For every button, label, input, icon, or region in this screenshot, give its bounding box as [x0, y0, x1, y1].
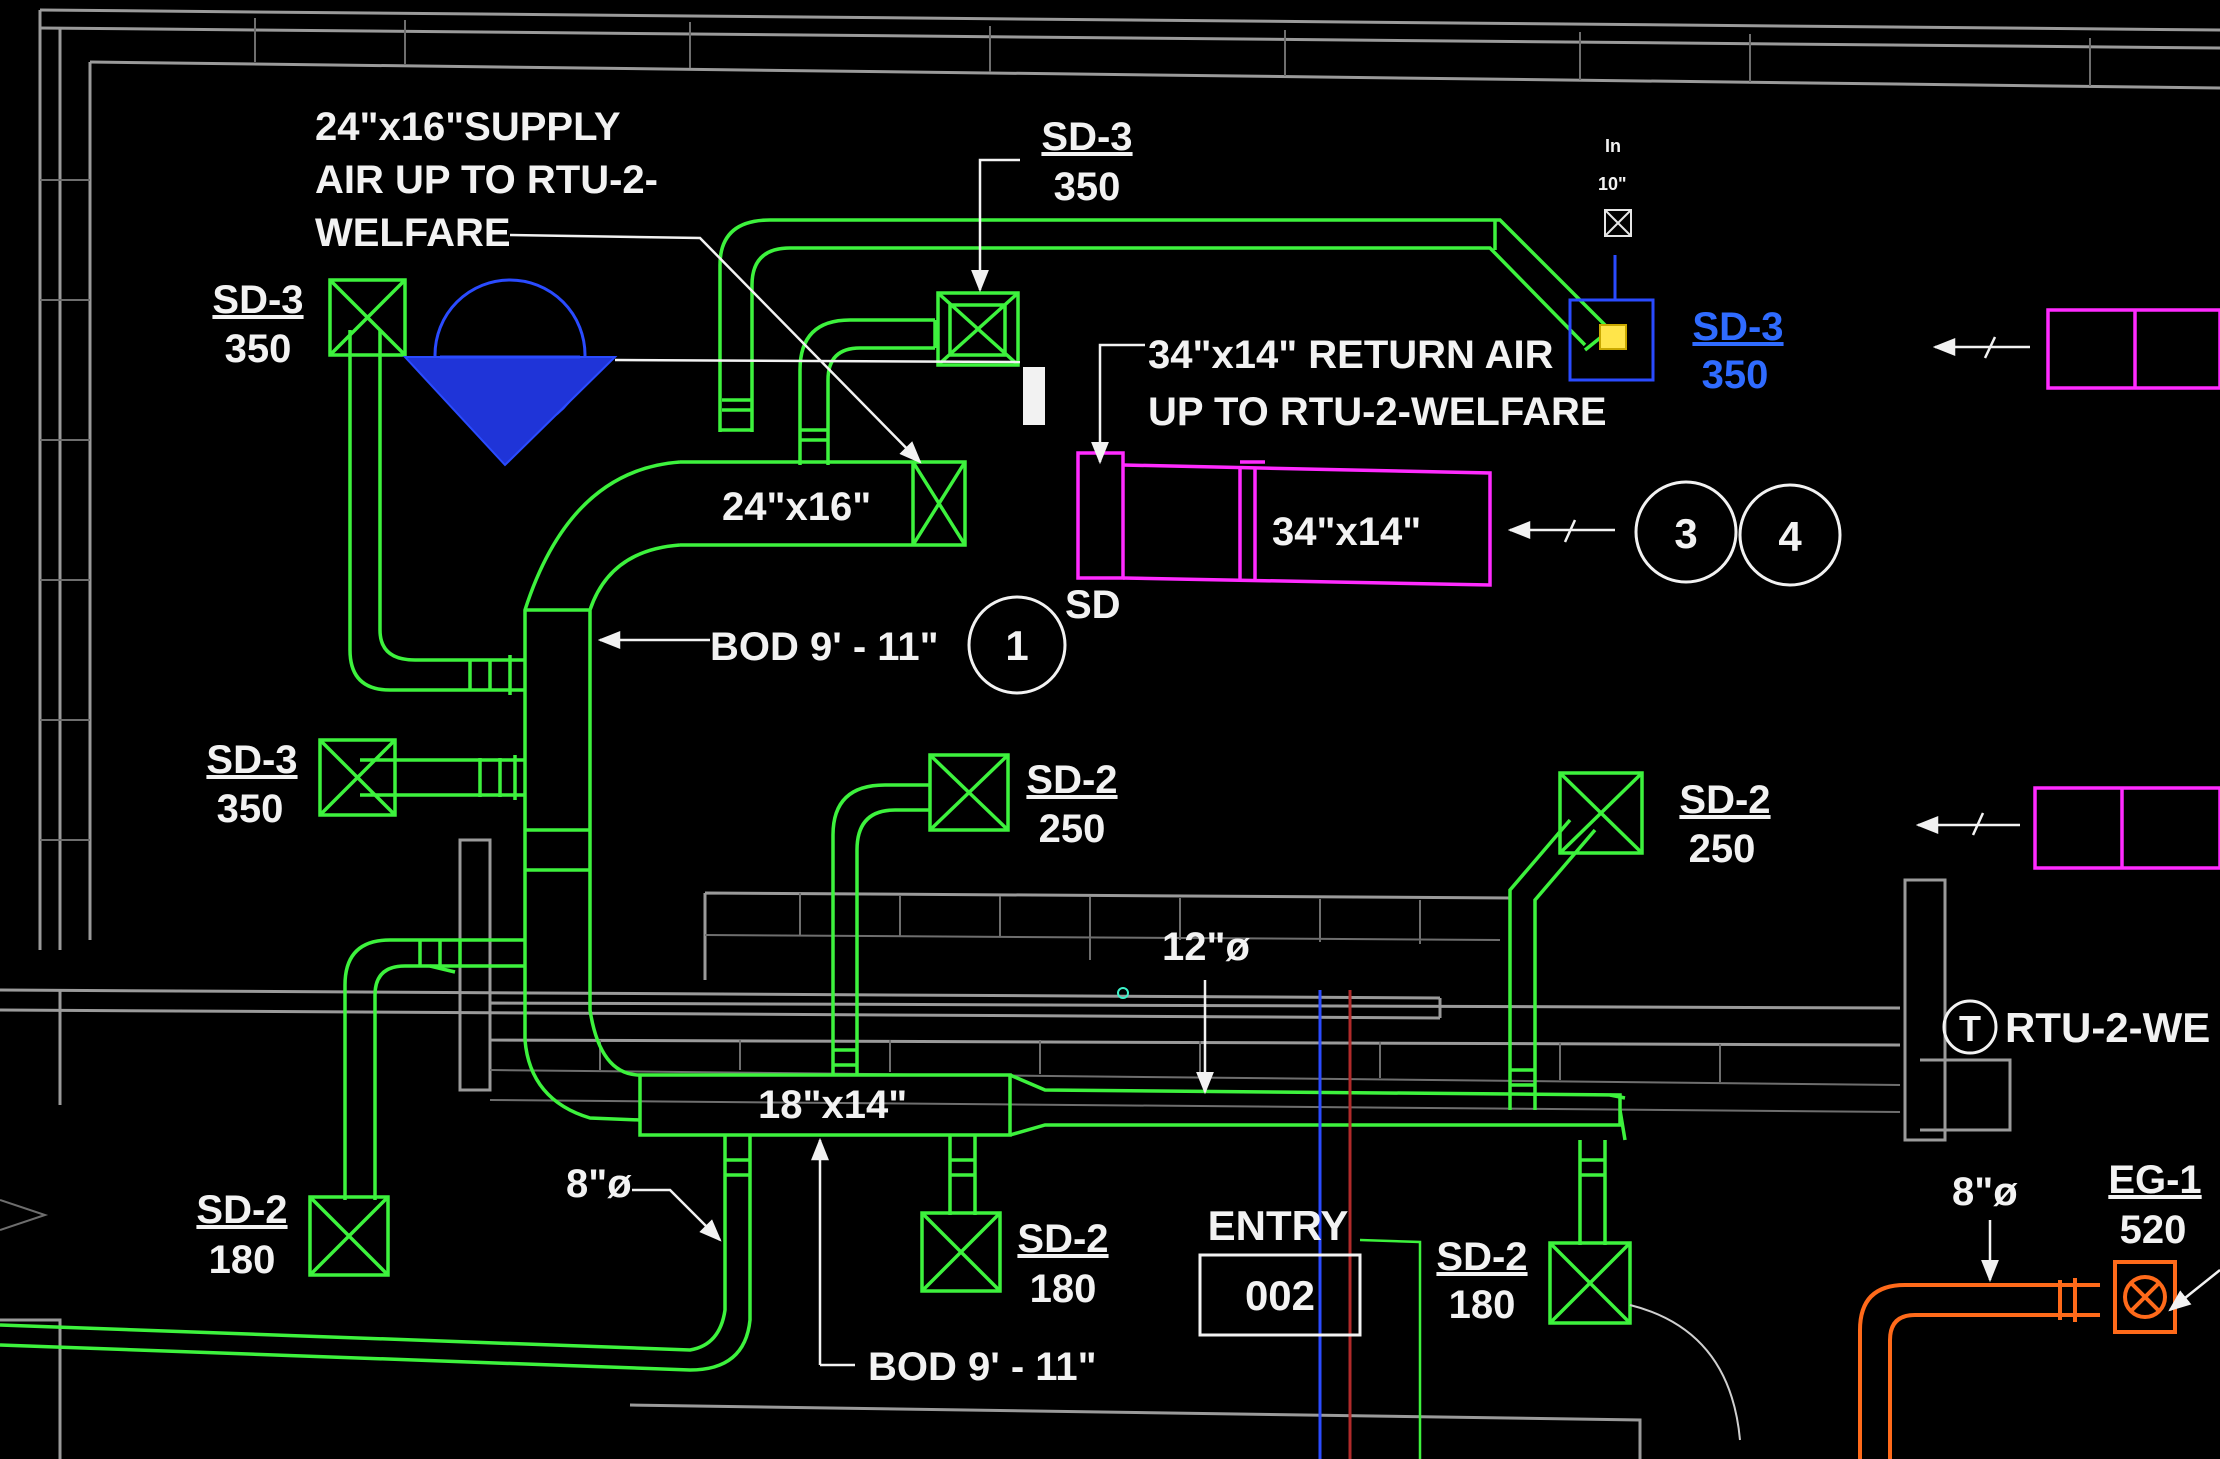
- notes: 24"x16"SUPPLY AIR UP TO RTU-2- WELFARE 3…: [315, 105, 2210, 1389]
- svg-text:250: 250: [1689, 827, 1756, 871]
- diffuser-tags: SD-3 350 SD-3 350 SD-3 350 SD-3 350 SD-2…: [196, 115, 2201, 1327]
- tag-sd2-250-mid: SD-2 250: [1026, 758, 1117, 851]
- exhaust-ductwork: [1858, 1260, 2177, 1459]
- svg-text:SD-2: SD-2: [1026, 758, 1117, 802]
- small-damper-box: [1604, 209, 1632, 237]
- supply-note-line-2: AIR UP TO RTU-2-: [315, 158, 658, 202]
- svg-text:SD-3: SD-3: [1692, 305, 1783, 349]
- duct-dia-8-left: 8"ø: [566, 1162, 632, 1206]
- supply-ductwork: [0, 218, 1627, 1372]
- svg-text:SD-3: SD-3: [1041, 115, 1132, 159]
- diffuser-box-sd3-top-mid: [936, 291, 1020, 367]
- svg-text:SD-2: SD-2: [1679, 778, 1770, 822]
- tiny-10-label: 10": [1598, 174, 1627, 194]
- diffuser-box-sd3-upper-left: [328, 278, 407, 357]
- duct-dia-12: 12"ø: [1162, 925, 1250, 969]
- white-tag-block: [1023, 367, 1045, 425]
- svg-text:180: 180: [209, 1238, 276, 1282]
- rtu-label: RTU-2-WE: [2005, 1004, 2210, 1051]
- entry-tag-box: [1198, 1253, 1362, 1337]
- tiny-in-label: In: [1605, 136, 1621, 156]
- diffuser-box-sd2-250-mid: [928, 753, 1010, 832]
- supply-note-line-1: 24"x16"SUPPLY: [315, 105, 621, 149]
- svg-text:SD-2: SD-2: [1017, 1217, 1108, 1261]
- diffuser-boxes: [308, 278, 1644, 1325]
- sd-small-label: SD: [1065, 583, 1121, 627]
- diffuser-box-sd2-180-right: [1548, 1241, 1632, 1325]
- svg-text:520: 520: [2120, 1208, 2187, 1252]
- tag-sd2-250-right: SD-2 250: [1679, 778, 1770, 871]
- bod-note-lower: BOD 9' - 11": [868, 1345, 1097, 1389]
- callout-1: 1: [967, 595, 1067, 695]
- svg-text:SD-2: SD-2: [196, 1188, 287, 1232]
- duct-dia-8-right: 8"ø: [1952, 1170, 2018, 1214]
- tag-sd3-right-blue: SD-3 350: [1692, 305, 1783, 397]
- svg-text:SD-3: SD-3: [212, 278, 303, 322]
- svg-text:4: 4: [1778, 513, 1802, 560]
- tag-eg1: EG-1 520: [2108, 1158, 2201, 1252]
- svg-text:SD-3: SD-3: [206, 738, 297, 782]
- duct-size-18x14: 18"x14": [758, 1083, 907, 1127]
- diffuser-box-sd3-lower-left: [318, 738, 397, 817]
- tag-sd3-top-mid: SD-3 350: [1041, 115, 1132, 209]
- svg-text:EG-1: EG-1: [2108, 1158, 2201, 1202]
- rtu-tag: T: [1942, 999, 1998, 1055]
- svg-text:1: 1: [1005, 622, 1028, 669]
- blue-equipment: [402, 209, 1655, 467]
- return-note-line-1: 34"x14" RETURN AIR: [1148, 333, 1554, 377]
- duct-size-34x14: 34"x14": [1272, 510, 1421, 554]
- svg-text:350: 350: [217, 787, 284, 831]
- entry-lines: [1117, 987, 1741, 1459]
- entry-label: ENTRY: [1208, 1202, 1349, 1249]
- svg-text:180: 180: [1030, 1267, 1097, 1311]
- leader-lines: [509, 158, 2220, 1367]
- tag-sd2-180-mid: SD-2 180: [1017, 1217, 1108, 1311]
- building-walls: [0, 8, 2220, 1459]
- diffuser-box-sd2-250-right: [1558, 771, 1644, 855]
- svg-text:T: T: [1959, 1008, 1981, 1049]
- svg-text:SD-2: SD-2: [1436, 1235, 1527, 1279]
- entry-number: 002: [1245, 1272, 1315, 1319]
- duct-size-24x16: 24"x16": [722, 485, 871, 529]
- svg-text:3: 3: [1674, 510, 1697, 557]
- svg-text:350: 350: [225, 327, 292, 371]
- blue-diffuser-box: [1568, 298, 1655, 382]
- callout-circles: 1 3 4 T: [967, 480, 1998, 1055]
- svg-text:350: 350: [1054, 165, 1121, 209]
- svg-text:250: 250: [1039, 807, 1106, 851]
- diffuser-box-sd2-180-left: [308, 1195, 390, 1277]
- diffuser-box-sd2-180-mid: [920, 1211, 1002, 1293]
- return-note-line-2: UP TO RTU-2-WELFARE: [1148, 390, 1607, 434]
- callout-4: 4: [1738, 483, 1842, 587]
- supply-note-line-3: WELFARE: [315, 211, 511, 255]
- tag-sd2-180-left: SD-2 180: [196, 1188, 287, 1282]
- yellow-marker: [1599, 324, 1627, 350]
- callout-3: 3: [1634, 480, 1738, 584]
- tag-sd3-upper-left: SD-3 350: [212, 278, 303, 371]
- svg-text:180: 180: [1449, 1283, 1516, 1327]
- tag-sd3-lower-left: SD-3 350: [206, 738, 297, 831]
- blue-triangle-symbol: [402, 356, 618, 467]
- tag-sd2-180-right: SD-2 180: [1436, 1235, 1527, 1327]
- svg-text:350: 350: [1702, 353, 1769, 397]
- bod-note-upper: BOD 9' - 11": [710, 625, 939, 669]
